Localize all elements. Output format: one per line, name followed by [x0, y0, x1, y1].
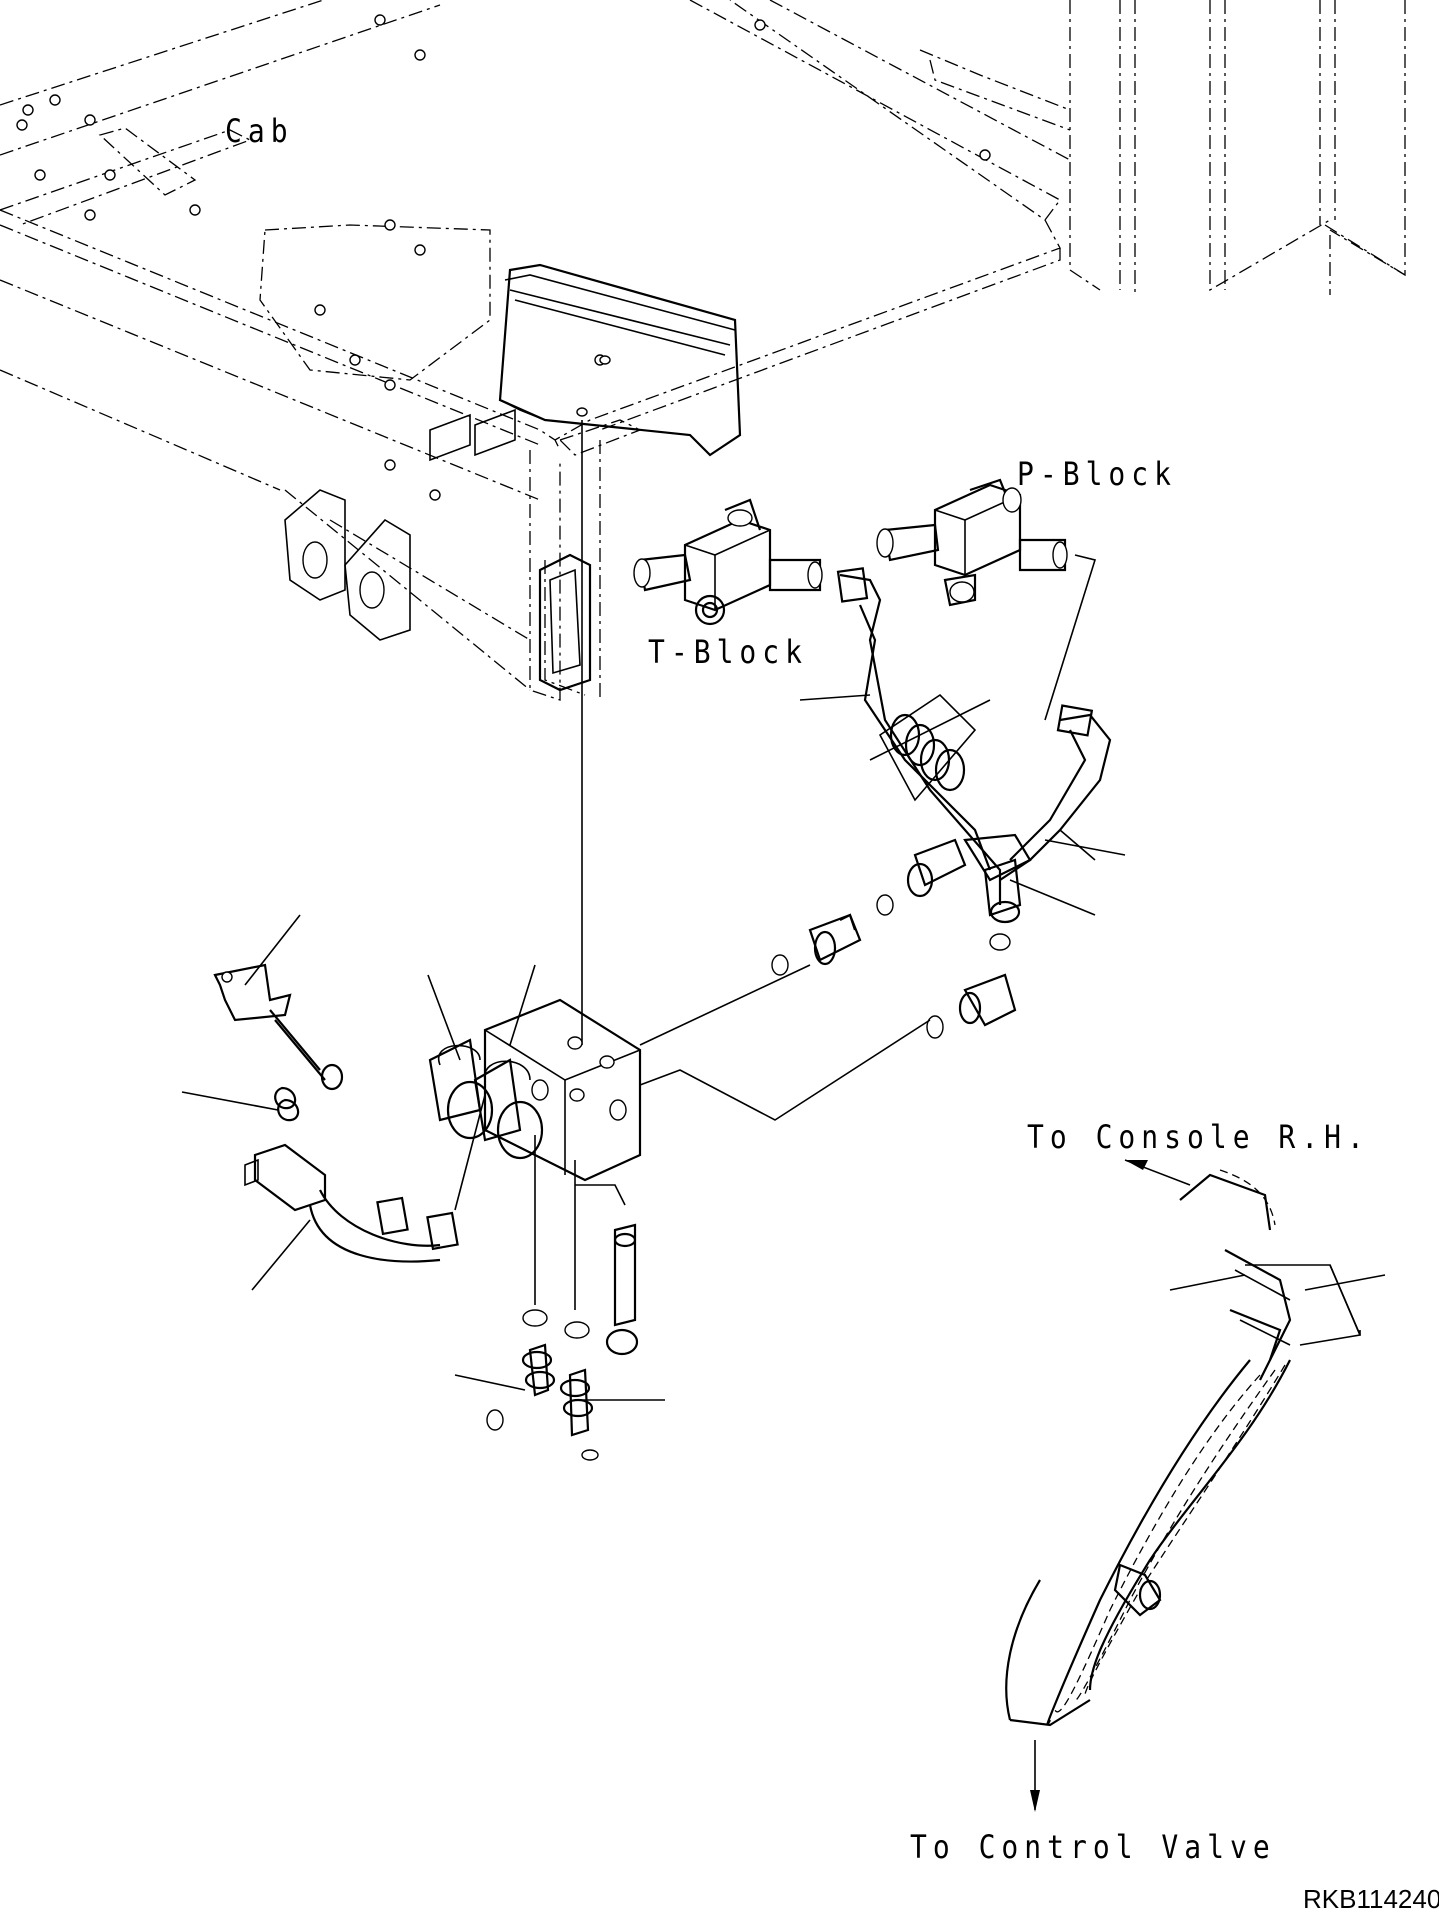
- t-block-fitting: [633, 498, 823, 626]
- hoses-upper: [771, 567, 1112, 1039]
- solenoid-manifold: [428, 998, 642, 1356]
- arrow-to-console: [1124, 1159, 1191, 1186]
- bracket-and-harness: [213, 963, 599, 1461]
- p-block-fitting: [876, 478, 1097, 721]
- hose-bundle: [1005, 1169, 1292, 1727]
- label-cab: Cab: [225, 112, 294, 150]
- leader-lines: [181, 693, 1386, 1401]
- label-to-control-valve: To Control Valve: [910, 1828, 1276, 1866]
- label-to-console: To Console R.H.: [1027, 1118, 1370, 1156]
- arrow-to-control-valve: [1030, 1740, 1040, 1812]
- label-p-block: P-Block: [1017, 455, 1178, 493]
- label-t-block: T-Block: [648, 633, 809, 671]
- cab-frame: [0, 0, 1406, 701]
- pedestal: [498, 263, 742, 457]
- drawing-code: RKB114240: [1303, 1884, 1439, 1914]
